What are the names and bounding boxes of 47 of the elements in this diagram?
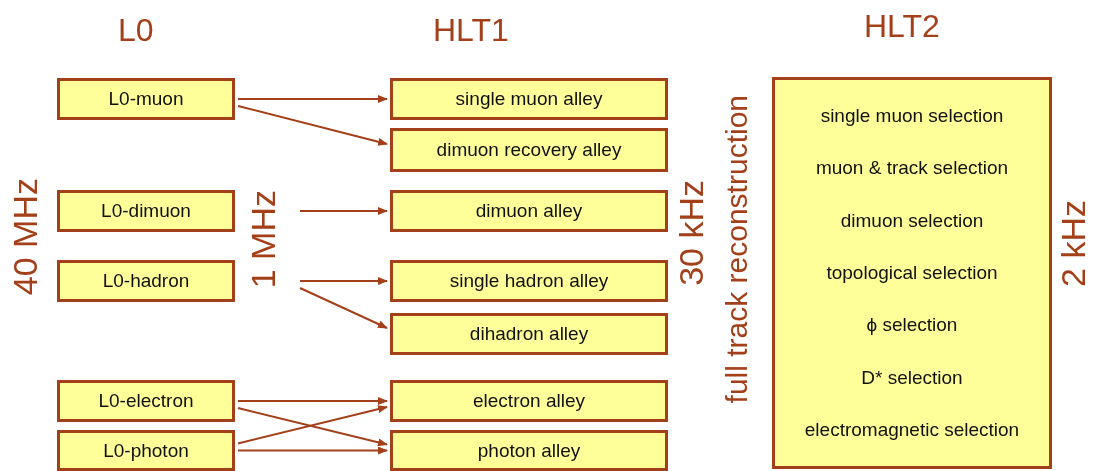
process-box: [57, 260, 235, 302]
selection-text: D* selection: [861, 366, 963, 389]
arrow: [237, 95, 388, 103]
selection-text: muon & track selection: [815, 157, 1009, 180]
arrow: [299, 277, 388, 285]
process-box: [57, 78, 235, 120]
selection-panel: [772, 77, 1052, 469]
column-heading: HLT1: [433, 12, 509, 49]
selection-text: single muon selection: [820, 105, 1004, 128]
rate-label: 1 MHz: [244, 190, 283, 289]
selection-text: ϕ selection: [866, 314, 958, 337]
rate-label: 40 MHz: [6, 178, 45, 296]
process-box: [390, 313, 668, 355]
arrow: [237, 446, 388, 455]
stage-label: full track reconstruction: [720, 95, 754, 404]
selection-text: topological selection: [826, 262, 998, 284]
arrow: [237, 105, 388, 146]
process-box: [390, 128, 668, 172]
process-box: [390, 260, 668, 302]
selection-text: electromagnetic selection: [804, 418, 1020, 441]
node-label: L0-hadron: [102, 270, 190, 292]
node-label: L0-muon: [108, 88, 184, 110]
node-label: dihadron alley: [469, 323, 589, 345]
column-heading: HLT2: [864, 8, 940, 45]
rate-label: 2 kHz: [1054, 200, 1093, 287]
node-label: dimuon alley: [475, 200, 583, 222]
process-box: [390, 190, 668, 232]
arrow: [237, 397, 388, 405]
column-heading: L0: [118, 12, 154, 49]
node-label: electron alley: [473, 390, 585, 412]
process-box: [57, 380, 235, 422]
node-label: single muon alley: [455, 88, 603, 110]
arrow: [299, 207, 388, 215]
node-label: dimuon recovery alley: [436, 139, 622, 161]
process-box: [390, 380, 668, 422]
process-box: [390, 430, 668, 471]
arrow: [299, 287, 388, 329]
node-label: L0-photon: [103, 439, 189, 462]
process-box: [390, 78, 668, 120]
process-box: [57, 430, 235, 471]
node-label: L0-dimuon: [101, 200, 191, 222]
process-box: [57, 190, 235, 232]
node-label: L0-electron: [98, 390, 194, 412]
node-label: single hadron alley: [449, 270, 609, 292]
selection-text: dimuon selection: [840, 209, 984, 232]
node-label: photon alley: [477, 439, 581, 462]
rate-label: 30 kHz: [672, 180, 711, 286]
